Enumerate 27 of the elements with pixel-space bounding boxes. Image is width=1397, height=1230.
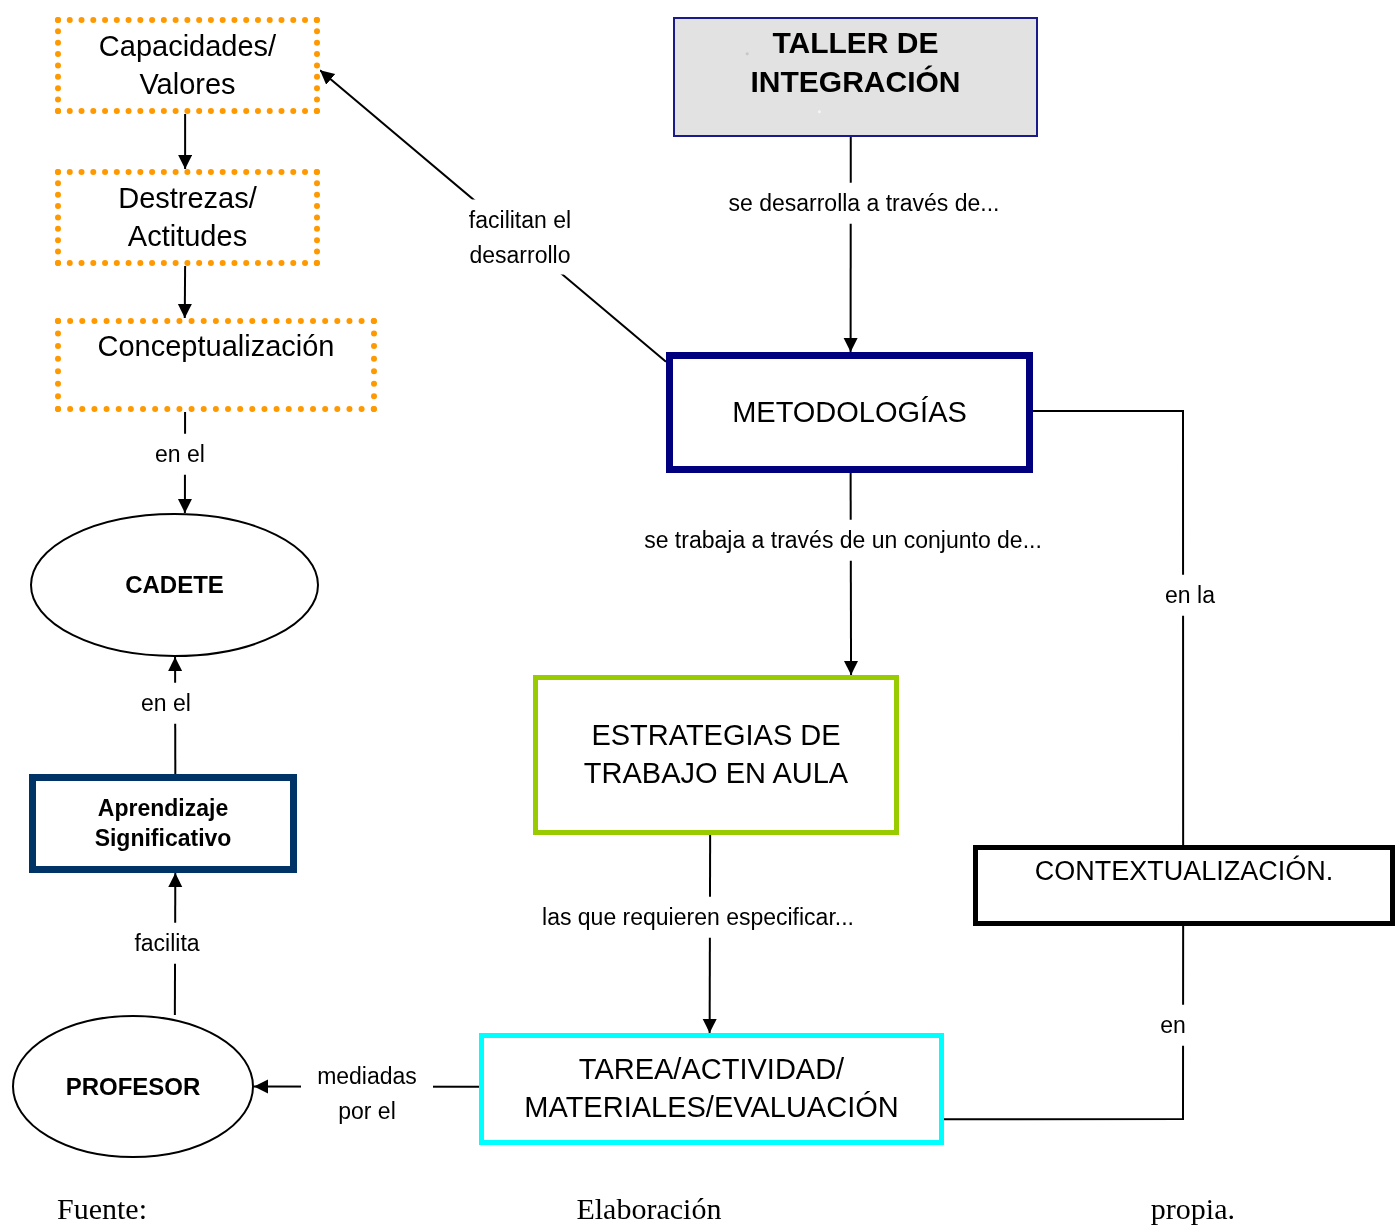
node-label: CONTEXTUALIZACIÓN.	[1034, 854, 1334, 888]
concept-box	[55, 169, 320, 266]
ellipse-node	[30, 513, 319, 657]
node-label: Capacidades/ Valores	[97, 28, 278, 102]
connector	[178, 113, 193, 170]
connector	[177, 265, 192, 319]
node-label: ESTRATEGIAS DE TRABAJO EN AULA	[582, 718, 850, 791]
node-label: Destrezas/ Actitudes	[117, 180, 258, 254]
node-label: Conceptualización	[97, 329, 335, 364]
process-box	[479, 1033, 944, 1145]
title-box	[673, 17, 1038, 137]
node-label: CADETE	[125, 570, 224, 601]
concept-box	[55, 17, 320, 114]
process-box	[29, 774, 297, 873]
node-label: PROFESOR	[65, 1071, 201, 1102]
node-label: METODOLOGÍAS	[732, 394, 967, 430]
process-box	[973, 845, 1395, 926]
ellipse-node	[12, 1015, 254, 1158]
process-box	[666, 352, 1033, 473]
node-label: Aprendizaje Significativo	[93, 793, 233, 853]
concept-box	[55, 318, 377, 412]
node-label: TAREA/ACTIVIDAD/ MATERIALES/EVALUACIÓN	[523, 1052, 900, 1125]
connector	[943, 925, 1185, 1121]
source-caption: Fuente: Elaboración propia.	[57, 1192, 1235, 1226]
connector	[1032, 410, 1185, 846]
node-label: TALLER DE INTEGRACIÓN	[749, 25, 962, 100]
process-box	[533, 675, 899, 835]
